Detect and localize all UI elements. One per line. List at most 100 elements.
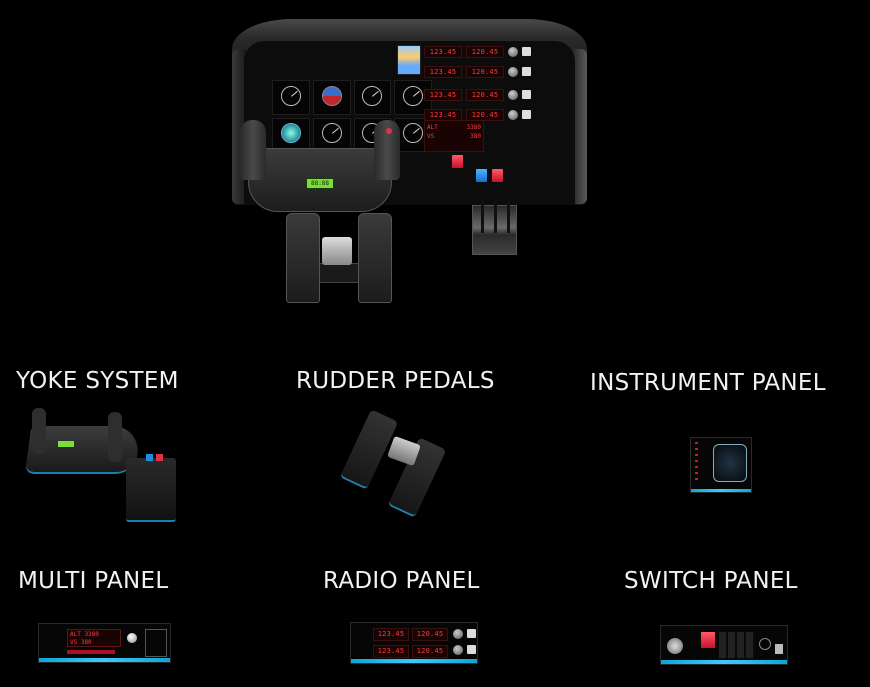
instrument-panel-image[interactable]: [690, 437, 752, 493]
throttle-lever: [481, 198, 484, 233]
radio-standby-display: 120.45: [412, 645, 448, 658]
trim-wheel-area: [145, 629, 167, 657]
turn-coordinator: [272, 117, 310, 152]
radio-active-display: 123.45: [373, 645, 409, 658]
radio-active-display: 123.45: [424, 88, 462, 101]
radio-standby-display: 120.45: [466, 45, 504, 58]
radio-panel-image[interactable]: 123.45 120.45 123.45 120.45: [350, 622, 478, 664]
radio-standby-display: 120.45: [412, 628, 448, 641]
radio-active-display: 123.45: [424, 45, 462, 58]
throttle-quadrant: [126, 458, 176, 522]
yoke-clock-display: 88:88: [306, 178, 334, 189]
tuning-knob-icon: [508, 46, 518, 57]
blue-glow: [39, 658, 170, 662]
side-buttons: [695, 442, 698, 484]
radio-standby-display: 120.45: [466, 65, 504, 78]
hero-multi-display: ALT 3380 VS 380: [424, 120, 484, 152]
attitude-indicator: [312, 80, 351, 115]
pedal-left: [286, 213, 320, 303]
hero-yoke: 88:88: [240, 120, 400, 212]
heading-switch-panel[interactable]: SWITCH PANEL: [624, 568, 798, 594]
tuning-knob-icon: [508, 89, 518, 100]
tuning-knob-icon: [508, 66, 518, 77]
multi-label: VS: [427, 133, 435, 140]
master-switch-icon: [701, 632, 715, 648]
swap-button-icon: [522, 90, 531, 99]
yoke-system-image[interactable]: [18, 408, 183, 526]
multi-label: ALT: [427, 124, 438, 131]
multi-line1: ALT 3380: [70, 631, 99, 638]
yoke-horn-right: [374, 120, 400, 180]
heading-yoke-system[interactable]: YOKE SYSTEM: [16, 368, 179, 394]
throttle-lever: [507, 198, 510, 233]
cockpit-hero-image: 123.45 120.45 123.45 120.45 123.45 120.4…: [232, 15, 587, 305]
red-lever-icon: [492, 169, 503, 182]
tuning-knob-icon: [508, 109, 518, 120]
dial-icon: [280, 85, 301, 106]
gps-screen: [397, 45, 421, 75]
red-button-icon: [386, 128, 392, 134]
blue-lever-icon: [146, 454, 153, 461]
yoke-horn-left: [240, 120, 266, 180]
radio-row: 123.45 120.45: [424, 86, 574, 103]
blue-glow: [351, 659, 477, 663]
landing-gear-indicator-icon: [759, 638, 771, 650]
airspeed-indicator: [272, 80, 310, 115]
heading-instrument-panel[interactable]: INSTRUMENT PANEL: [590, 370, 826, 396]
red-switch-icon: [452, 155, 463, 168]
yoke-horn-right: [108, 412, 122, 462]
radio-active-display: 123.45: [424, 65, 462, 78]
dial-icon: [321, 123, 342, 144]
pedal-hub: [322, 237, 352, 265]
radio-row-2: 123.45 120.45: [373, 645, 449, 658]
hero-radio-stack: 123.45 120.45 123.45 120.45 123.45 120.4…: [424, 43, 574, 126]
multi-panel-image[interactable]: ALT 3380 VS 380: [38, 623, 171, 663]
heading-rudder-pedals[interactable]: RUDDER PEDALS: [296, 368, 495, 394]
multi-value: 380: [470, 133, 481, 140]
radio-row: 123.45 120.45: [424, 63, 574, 80]
dial-icon: [403, 123, 424, 144]
throttle-quadrant: [472, 198, 517, 255]
mode-buttons-row: [67, 650, 115, 654]
tuning-knob-icon: [453, 629, 463, 639]
radio-active-display: 123.45: [424, 108, 462, 121]
swap-button-icon: [467, 629, 476, 638]
yoke-horn-left: [32, 408, 46, 454]
hsi-display-icon: [713, 444, 747, 482]
radio-standby-display: 120.45: [466, 108, 504, 121]
radio-active-display: 123.45: [373, 628, 409, 641]
rudder-pedals-image[interactable]: [339, 402, 470, 518]
radio-standby-display: 120.45: [466, 88, 504, 101]
swap-button-icon: [522, 47, 531, 56]
hero-switch-area: [430, 155, 570, 193]
swap-button-icon: [467, 645, 476, 654]
magneto-knob-icon: [667, 638, 683, 654]
dial-icon: [403, 85, 424, 106]
altimeter: [353, 80, 392, 115]
toggle-switches: [719, 632, 755, 658]
knob-icon: [127, 633, 137, 643]
multi-line2: VS 380: [70, 639, 92, 646]
hsi-icon: [280, 123, 301, 144]
heading-radio-panel[interactable]: RADIO PANEL: [323, 568, 480, 594]
heading-multi-panel[interactable]: MULTI PANEL: [18, 568, 169, 594]
yoke-lcd-icon: [58, 441, 74, 447]
swap-button-icon: [522, 67, 531, 76]
hood-side-right: [573, 49, 587, 204]
attitude-icon: [321, 85, 342, 106]
pedal-right: [358, 213, 392, 303]
blue-glow: [691, 489, 751, 492]
dial-icon: [362, 85, 383, 106]
gear-lever-icon: [775, 644, 783, 654]
blue-glow: [661, 660, 787, 664]
red-lever-icon: [156, 454, 163, 461]
radio-row-1: 123.45 120.45: [373, 628, 449, 641]
hero-rudder-pedals: [284, 213, 394, 303]
throttle-lever: [494, 198, 497, 233]
multi-led-display: ALT 3380 VS 380: [67, 629, 121, 647]
swap-button-icon: [522, 110, 531, 119]
multi-value: 3380: [466, 124, 481, 131]
switch-panel-image[interactable]: [660, 625, 788, 665]
blue-lever-icon: [476, 169, 487, 182]
radio-row: 123.45 120.45: [424, 43, 574, 60]
